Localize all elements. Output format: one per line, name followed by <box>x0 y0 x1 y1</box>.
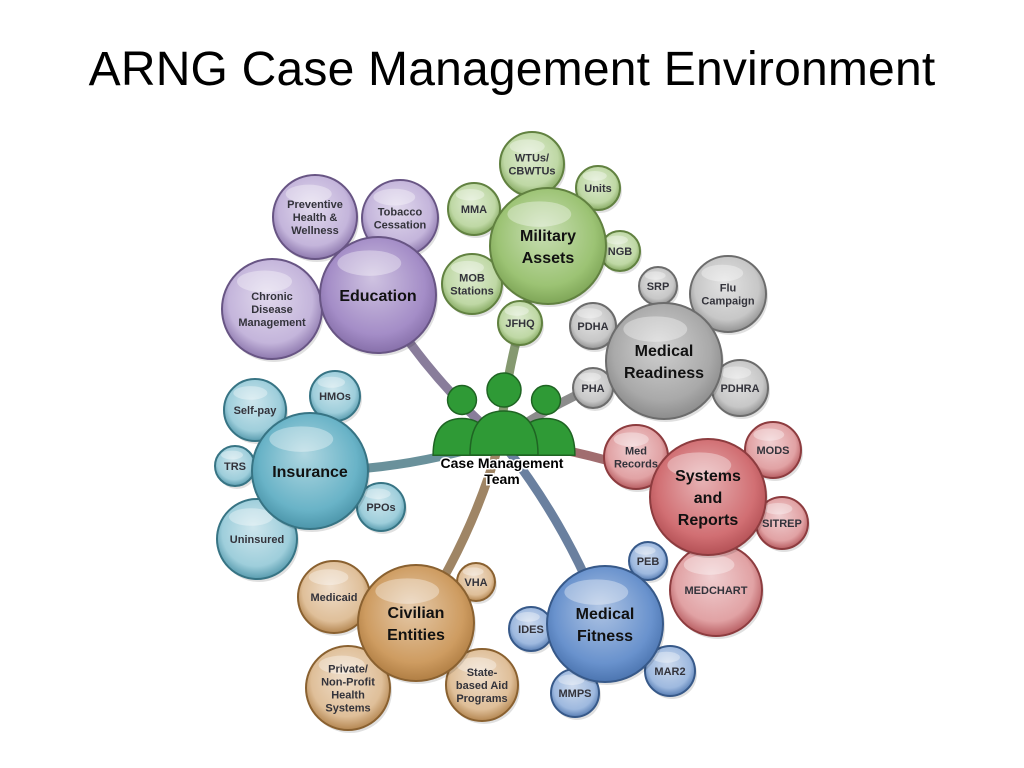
svg-text:SITREP: SITREP <box>762 518 802 530</box>
bubble-mods: MODS <box>744 421 803 481</box>
bubble-hmos: HMOs <box>309 370 362 424</box>
svg-text:PHA: PHA <box>581 383 604 395</box>
bubble-mmps: MMPS <box>550 668 601 720</box>
svg-text:PEB: PEB <box>637 556 660 568</box>
team-icon <box>432 372 576 456</box>
hub-insurance: Insurance <box>251 412 370 532</box>
svg-text:Medicaid: Medicaid <box>310 592 357 604</box>
svg-text:SRP: SRP <box>647 281 670 293</box>
bubble-trs: TRS <box>214 445 257 489</box>
bubble-jfhq: JFHQ <box>497 300 544 348</box>
svg-text:MMPS: MMPS <box>559 688 592 700</box>
bubble-pdhra: PDHRA <box>711 359 770 419</box>
svg-text:PDHA: PDHA <box>577 321 608 333</box>
bubble-medchart: MEDCHART <box>669 543 764 639</box>
svg-text:WTUs/CBWTUs: WTUs/CBWTUs <box>508 153 555 178</box>
svg-text:Self-pay: Self-pay <box>234 405 278 417</box>
hub-education: Education <box>319 236 438 356</box>
bubble-wtus: WTUs/CBWTUs <box>499 131 566 199</box>
svg-text:MODS: MODS <box>757 445 790 457</box>
svg-text:JFHQ: JFHQ <box>505 318 535 330</box>
svg-text:IDES: IDES <box>518 624 544 636</box>
svg-text:HMOs: HMOs <box>319 391 351 403</box>
bubble-ides: IDES <box>508 606 555 654</box>
svg-text:Education: Education <box>339 288 416 305</box>
svg-text:MEDCHART: MEDCHART <box>685 585 748 597</box>
bubble-mar2: MAR2 <box>644 645 697 699</box>
svg-text:PPOs: PPOs <box>366 502 395 514</box>
svg-text:MMA: MMA <box>461 204 487 216</box>
bubble-ppos: PPOs <box>356 482 407 534</box>
bubble-srp: SRP <box>638 266 679 308</box>
svg-text:Insurance: Insurance <box>272 464 348 481</box>
bubble-ngb: NGB <box>599 230 642 274</box>
bubble-mma: MMA <box>447 182 502 238</box>
bubble-peb: PEB <box>628 541 669 583</box>
svg-text:TRS: TRS <box>224 461 246 473</box>
svg-text:VHA: VHA <box>464 577 487 589</box>
bubble-medicaid: Medicaid <box>297 560 372 636</box>
svg-text:MAR2: MAR2 <box>654 666 685 678</box>
bubble-units: Units <box>575 165 622 213</box>
page-title: ARNG Case Management Environment <box>88 43 936 96</box>
bubble-pdha: PDHA <box>569 302 618 352</box>
svg-text:PDHRA: PDHRA <box>720 383 759 395</box>
svg-text:NGB: NGB <box>608 246 633 258</box>
svg-text:Uninsured: Uninsured <box>230 534 284 546</box>
svg-text:Units: Units <box>584 183 612 195</box>
